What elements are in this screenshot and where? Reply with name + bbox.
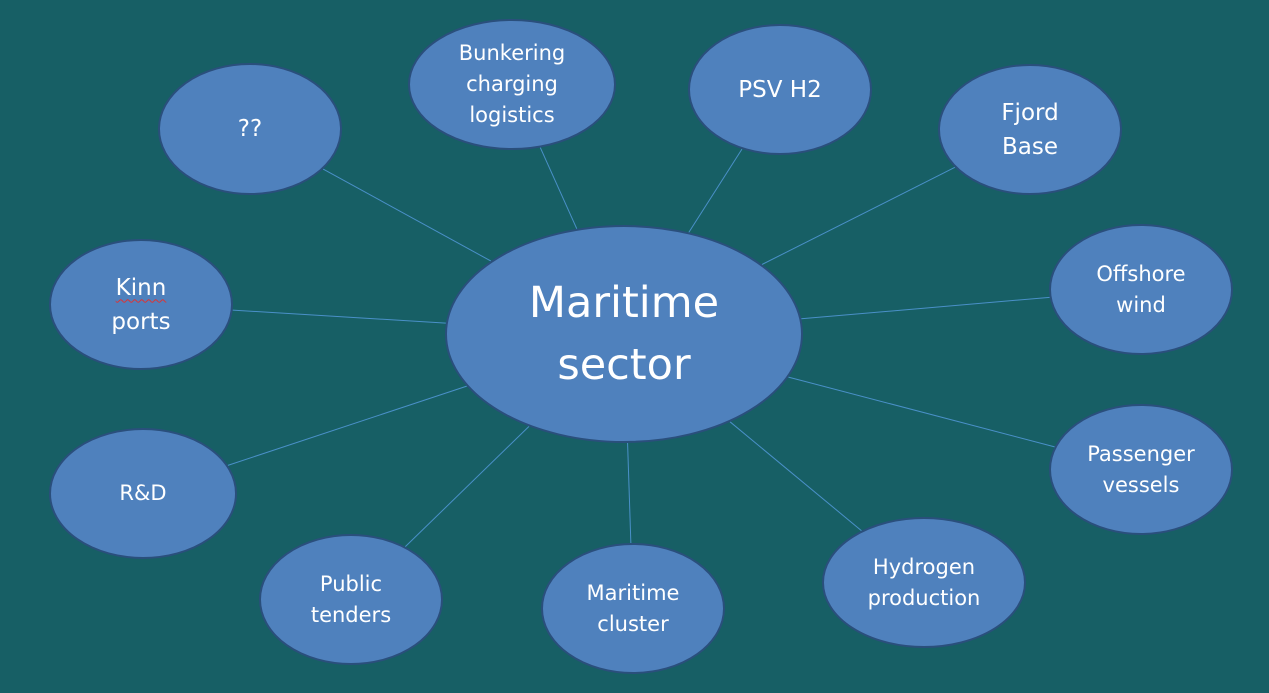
connector-psv-h2	[688, 148, 743, 233]
ellipse-kinn-ports	[49, 239, 233, 370]
connector-r-and-d	[227, 385, 467, 466]
connector-public-tenders	[404, 426, 530, 548]
ellipse-unknown	[158, 63, 342, 195]
ellipse-center	[445, 225, 803, 443]
ellipse-offshore-wind	[1049, 224, 1233, 355]
ellipse-passenger-vessels	[1049, 404, 1233, 535]
ellipse-fjord-base	[938, 64, 1122, 195]
ellipse-r-and-d	[49, 428, 237, 559]
ellipse-maritime-cluster	[541, 543, 725, 674]
connector-offshore-wind	[801, 296, 1050, 320]
ellipse-public-tenders	[259, 534, 443, 665]
connector-fjord-base	[761, 166, 956, 265]
connector-bunkering	[539, 147, 578, 230]
ellipse-hydrogen-production	[822, 517, 1026, 648]
connector-unknown	[322, 168, 492, 262]
ellipse-psv-h2	[688, 24, 872, 155]
connector-kinn-ports	[232, 309, 446, 324]
connector-hydrogen-production	[729, 421, 862, 532]
ellipse-bunkering	[408, 19, 616, 150]
connector-maritime-cluster	[627, 442, 632, 544]
connector-passenger-vessels	[788, 376, 1055, 448]
